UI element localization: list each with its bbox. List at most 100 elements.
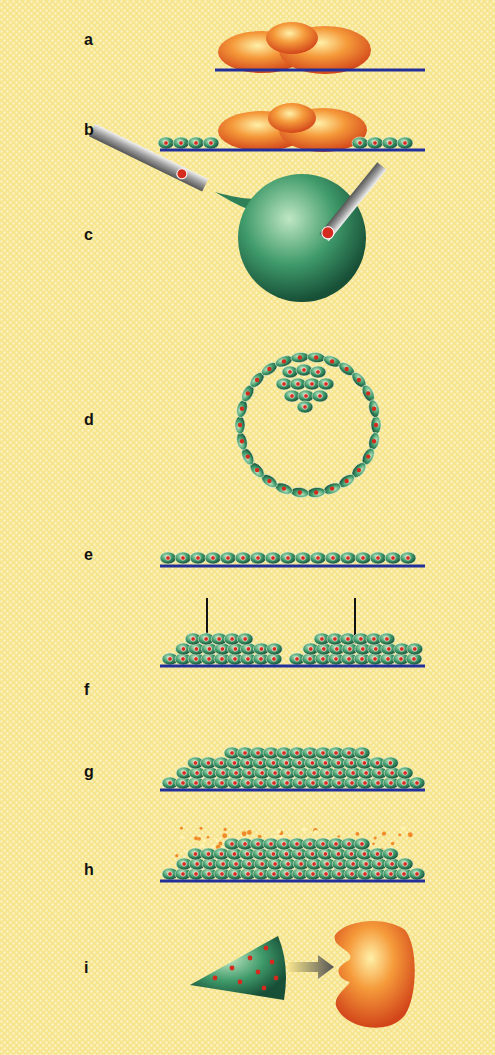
nucleus [193,761,198,766]
nucleus [333,637,338,642]
growth-factor-dot [180,835,184,839]
nucleus [323,761,328,766]
egg-cell [238,174,366,302]
green-cell [382,137,398,149]
nucleus [377,771,382,776]
nucleus [330,486,334,490]
nucleus [302,368,307,373]
green-cell [397,858,413,870]
nucleus [362,852,367,857]
substrate-line [160,789,425,792]
nucleus [246,647,251,652]
nucleus [233,657,238,662]
nucleus [308,842,313,847]
nucleus [285,781,290,786]
nucleus [385,637,390,642]
green-cell [304,378,320,390]
nucleus [220,657,225,662]
nucleus [164,141,169,146]
nucleus [406,556,411,561]
growth-factor-dot [374,837,377,840]
nucleus [391,556,396,561]
nucleus [331,556,336,561]
nucleus [372,439,376,443]
nucleus [168,872,173,877]
green-cell [205,552,221,564]
green-cell [237,633,253,645]
nucleus [311,781,316,786]
nucleus [314,355,318,359]
step-letter: g [84,764,94,780]
nucleus [358,141,363,146]
nucleus [336,761,341,766]
nucleus [193,852,198,857]
nucleus [168,657,173,662]
nucleus [337,872,342,877]
nucleus [295,842,300,847]
nucleus [374,423,378,427]
green-cell [284,390,300,402]
nucleus [260,862,265,867]
growth-factor-dot [222,833,227,838]
nucleus [301,556,306,561]
row-f [160,598,425,666]
nucleus [325,771,330,776]
nucleus [260,771,265,776]
step-letter: e [84,547,93,563]
nucleus [194,647,199,652]
row-b [158,103,425,152]
nucleus [206,761,211,766]
nucleus [207,781,212,786]
nucleus [256,842,261,847]
nucleus [376,781,381,786]
nucleus [364,862,369,867]
nucleus [259,657,264,662]
growth-factor-dot [391,842,394,845]
growth-factor-dot [207,836,210,839]
nucleus [207,657,212,662]
nucleus [220,781,225,786]
nucleus [403,141,408,146]
step-letter: h [84,862,94,878]
green-cell [312,390,328,402]
nucleus [402,781,407,786]
green-cell [188,137,204,149]
nucleus [357,468,361,472]
green-cell [385,552,401,564]
nucleus [298,872,303,877]
green-cell [370,552,386,564]
green-cell [409,868,425,880]
green-cell [371,416,381,434]
nucleus [325,862,330,867]
nucleus [334,751,339,756]
green-cell [318,378,334,390]
nucleus [207,872,212,877]
growth-factor-dot [247,830,252,835]
green-cell [354,838,370,850]
nucleus [324,781,329,786]
nucleus [285,872,290,877]
nucleus [349,852,354,857]
nucleus [166,556,171,561]
nucleus [181,657,186,662]
nucleus [350,781,355,786]
nucleus [357,378,361,382]
nucleus [310,382,315,387]
growth-factor-dot [175,854,178,857]
growth-factor-dot [215,839,218,842]
nucleus [324,872,329,877]
nucleus [413,647,418,652]
nucleus [247,862,252,867]
nucleus [208,862,213,867]
nucleus [344,479,348,483]
down-arrow [354,598,356,640]
nucleus [338,771,343,776]
nucleus [179,141,184,146]
orange-cell [266,22,318,54]
nucleus [282,751,287,756]
step-letter: a [84,32,93,48]
row-e [160,552,425,566]
row-g [160,747,425,790]
nucleus [270,960,275,965]
